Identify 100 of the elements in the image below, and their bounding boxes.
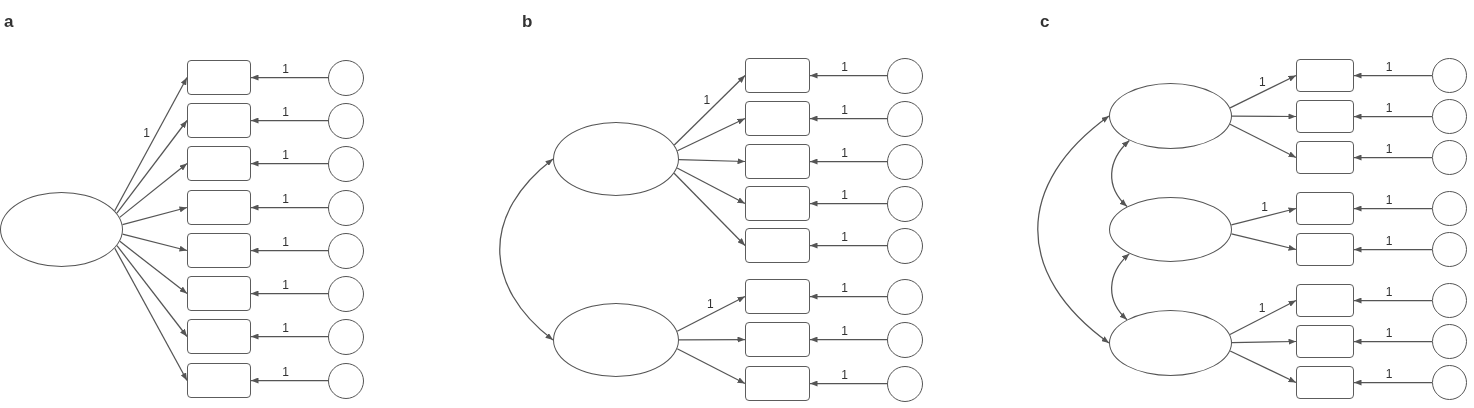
edge-label: 1 <box>1260 201 1270 214</box>
arrow <box>1231 338 1297 345</box>
rounded-rectangle <box>187 190 251 225</box>
rounded-rectangle <box>745 322 810 357</box>
arrow <box>1353 246 1433 253</box>
rounded-rectangle <box>187 60 251 95</box>
edge-label: 1 <box>1384 367 1394 380</box>
edge-label: 1 <box>840 368 849 381</box>
arrow <box>809 380 888 387</box>
arrow <box>1353 338 1433 345</box>
arrow <box>1231 113 1297 120</box>
edge-label: 1 <box>1257 301 1267 314</box>
double-headed-arrow <box>1111 253 1130 321</box>
arrow <box>1230 233 1297 251</box>
panel-label: a <box>4 13 14 30</box>
arrow <box>673 74 746 146</box>
arrow <box>116 245 188 338</box>
edge-label: 1 <box>281 278 290 291</box>
arrow <box>250 247 329 254</box>
arrow <box>673 172 746 247</box>
edge-label: 1 <box>702 94 712 107</box>
arrow <box>1353 154 1433 161</box>
edge-label: 1 <box>281 321 290 334</box>
arrow <box>1353 297 1433 304</box>
edge-label: 1 <box>706 298 715 311</box>
arrow <box>678 336 746 343</box>
edge-label: 1 <box>1384 101 1394 114</box>
rounded-rectangle <box>1296 284 1354 317</box>
arrow <box>1353 113 1433 120</box>
rounded-rectangle <box>187 233 251 268</box>
rounded-rectangle <box>745 366 810 401</box>
rounded-rectangle <box>1296 233 1354 266</box>
arrow <box>1230 207 1297 226</box>
edge-label: 1 <box>840 324 849 337</box>
arrow <box>676 295 746 332</box>
edge-label: 1 <box>142 127 151 140</box>
rounded-rectangle <box>187 363 251 398</box>
edge-label: 1 <box>1384 142 1394 155</box>
edge-label: 1 <box>281 365 290 378</box>
rounded-rectangle <box>745 279 810 314</box>
edge-label: 1 <box>1384 285 1394 298</box>
rounded-rectangle <box>745 101 810 136</box>
edge-label: 1 <box>281 62 290 75</box>
edge-label: 1 <box>840 60 849 73</box>
arrow <box>250 160 329 167</box>
arrow <box>121 206 188 226</box>
rounded-rectangle <box>1296 59 1354 92</box>
rounded-rectangle <box>745 144 810 179</box>
edge-label: 1 <box>840 103 849 116</box>
arrow <box>114 247 188 382</box>
arrow <box>676 117 746 152</box>
rounded-rectangle <box>745 58 810 93</box>
rounded-rectangle <box>1296 192 1354 225</box>
panel-label: c <box>1040 13 1050 30</box>
edge-label: 1 <box>840 146 849 159</box>
arrow <box>1353 205 1433 212</box>
double-headed-arrow <box>499 158 554 341</box>
arrow <box>676 167 746 205</box>
edge-label: 1 <box>1384 326 1394 339</box>
edge-label: 1 <box>1384 60 1394 73</box>
edge-label: 1 <box>840 230 849 243</box>
arrow <box>250 290 329 297</box>
edge-label: 1 <box>840 281 849 294</box>
double-headed-arrow <box>1037 115 1110 344</box>
arrow <box>250 117 329 124</box>
arrow <box>116 119 188 214</box>
arrow <box>119 162 188 218</box>
rounded-rectangle <box>187 103 251 138</box>
arrow <box>119 240 188 295</box>
arrow <box>1229 74 1297 109</box>
edge-label: 1 <box>1384 234 1394 247</box>
edge-label: 1 <box>281 105 290 118</box>
rounded-rectangle <box>187 319 251 354</box>
arrow <box>1229 299 1297 336</box>
edge-label: 1 <box>281 148 290 161</box>
arrow <box>1353 379 1433 386</box>
rounded-rectangle <box>1296 366 1354 399</box>
arrow <box>809 336 888 343</box>
arrow <box>809 293 888 300</box>
arrow <box>809 200 888 207</box>
rounded-rectangle <box>1296 141 1354 174</box>
double-headed-arrow <box>1111 139 1130 208</box>
edge-label: 1 <box>840 188 849 201</box>
arrow <box>250 333 329 340</box>
rounded-rectangle <box>187 276 251 311</box>
arrow <box>250 204 329 211</box>
arrow <box>809 72 888 79</box>
edge-label: 1 <box>281 192 290 205</box>
arrow <box>250 74 329 81</box>
arrow <box>1229 123 1297 159</box>
rounded-rectangle <box>1296 100 1354 133</box>
arrow <box>676 348 746 385</box>
arrow <box>114 76 188 212</box>
arrow <box>121 233 188 252</box>
arrow <box>678 158 746 165</box>
rounded-rectangle <box>745 186 810 221</box>
rounded-rectangle <box>1296 325 1354 358</box>
arrow <box>809 242 888 249</box>
edge-label: 1 <box>1384 193 1394 206</box>
edge-label: 1 <box>281 235 290 248</box>
